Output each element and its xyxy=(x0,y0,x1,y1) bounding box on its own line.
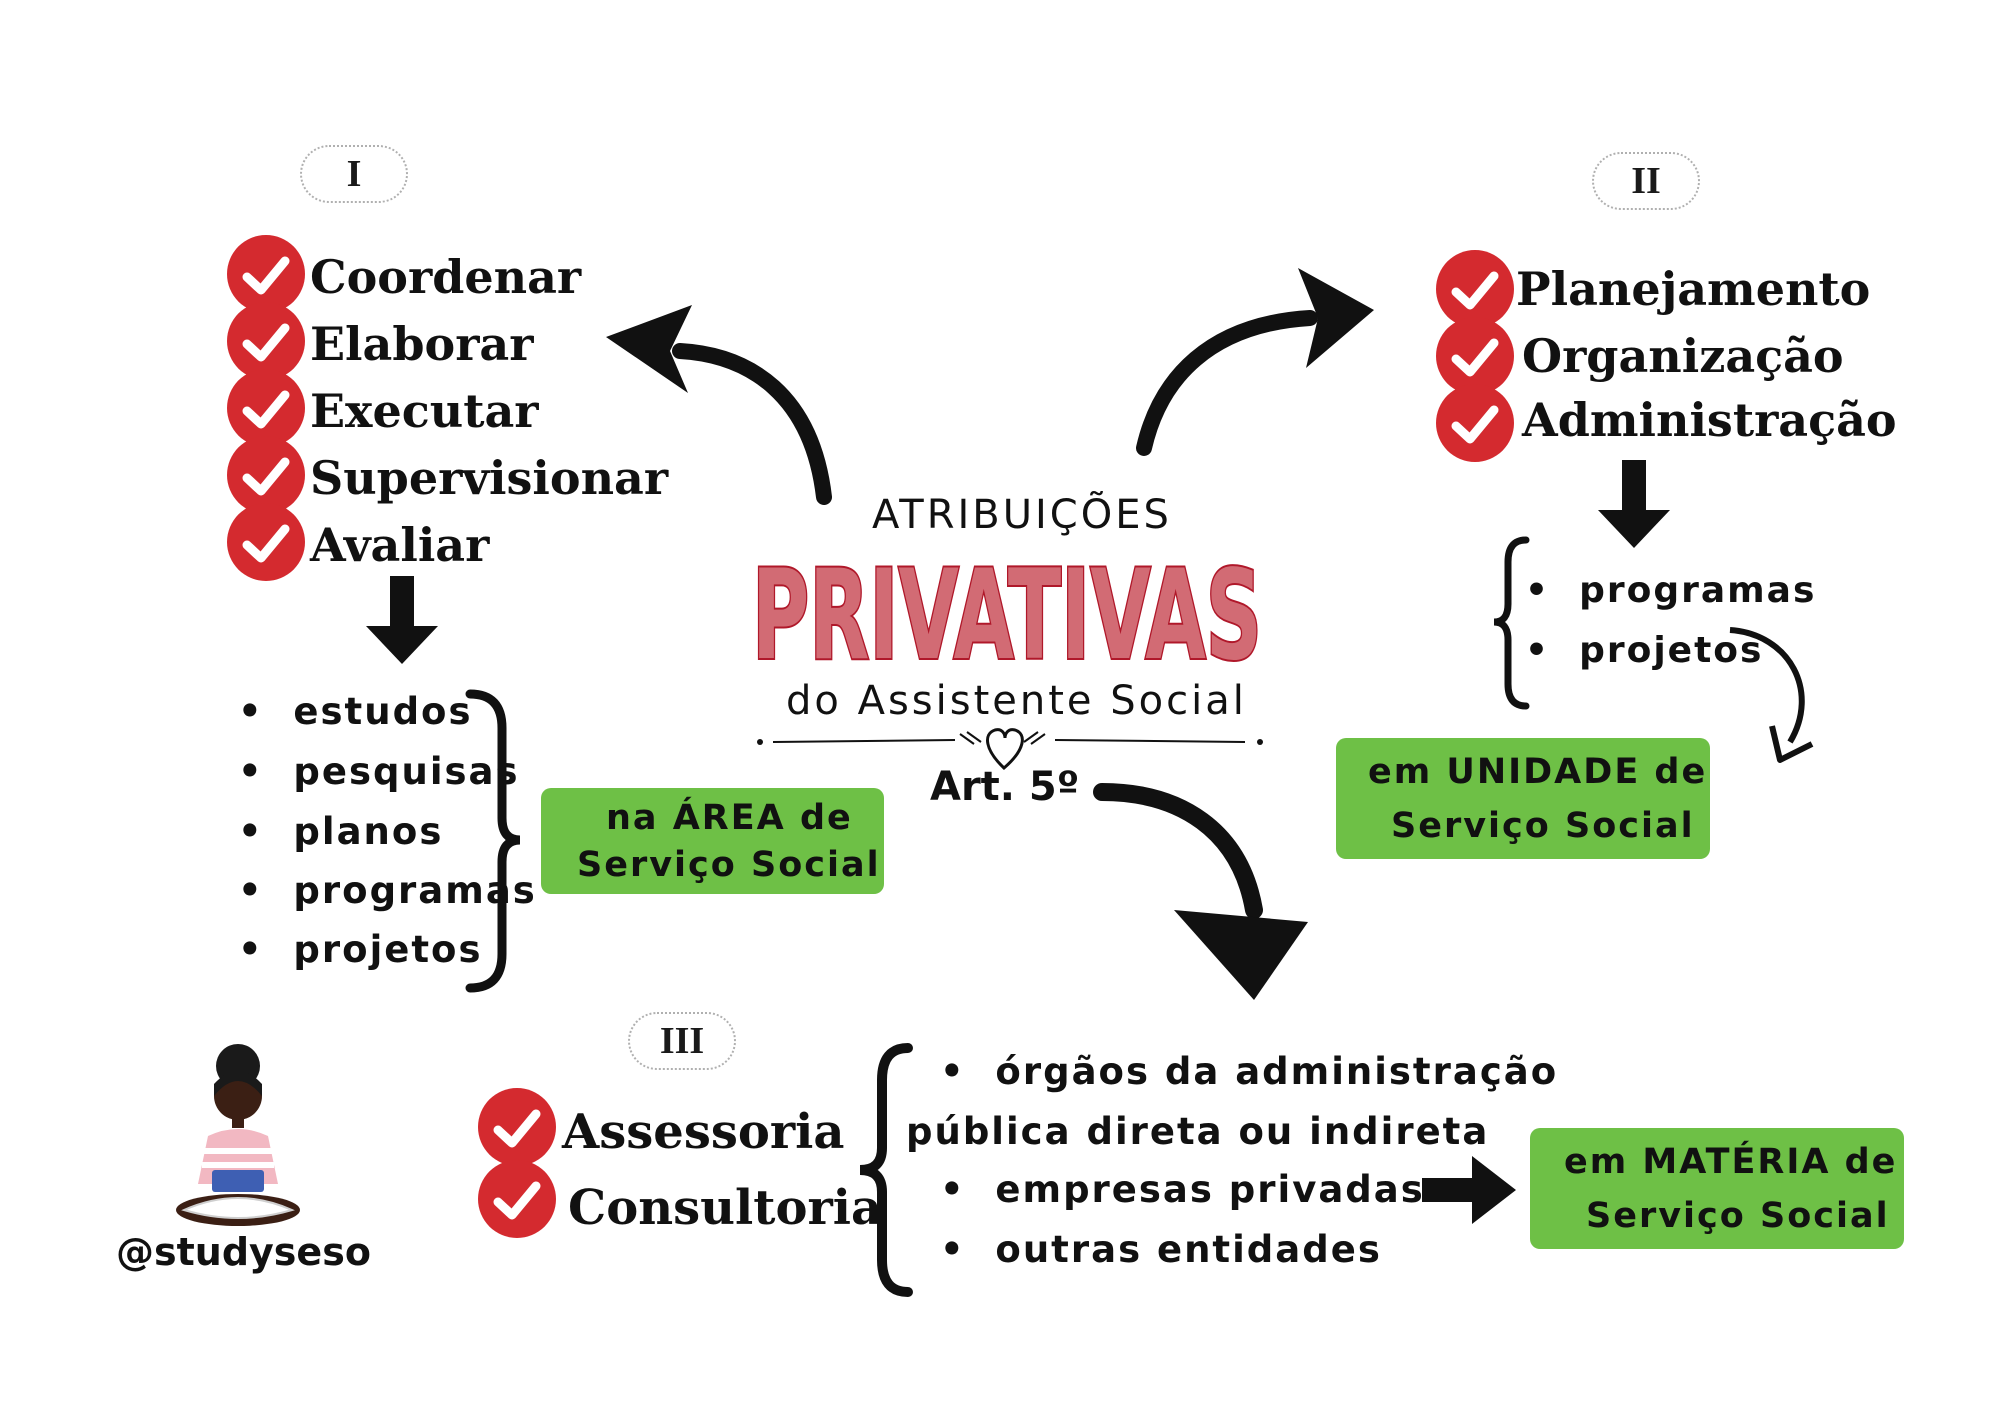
roman-numeral-2: II xyxy=(1592,152,1700,210)
check-icon xyxy=(1436,384,1514,462)
area-box: na ÁREA de Serviço Social xyxy=(541,788,884,894)
verb-supervisionar: Supervisionar xyxy=(310,451,669,505)
list-item: • outras entidades xyxy=(940,1228,1382,1271)
check-icon xyxy=(1436,250,1514,328)
verb-administracao: Administração xyxy=(1522,393,1897,447)
list-item: • planos xyxy=(238,810,444,853)
roman-numeral-1: I xyxy=(300,145,408,203)
unidade-box: em UNIDADE de Serviço Social xyxy=(1336,738,1710,859)
list-item: • projetos xyxy=(238,928,483,971)
brace-icon xyxy=(859,1043,913,1297)
check-icon xyxy=(227,369,305,447)
roman-numeral-3: III xyxy=(628,1012,736,1070)
unidade-box-line1: em UNIDADE de xyxy=(1368,752,1708,792)
right-arrow-icon xyxy=(1422,1156,1516,1224)
verb-assessoria: Assessoria xyxy=(562,1104,845,1160)
list-item: • empresas privadas xyxy=(940,1168,1425,1211)
center-title: PRIVATIVAS xyxy=(752,542,1264,690)
verb-elaborar: Elaborar xyxy=(310,317,534,371)
check-icon xyxy=(227,503,305,581)
list-item: • pesquisas xyxy=(238,750,520,793)
check-icon xyxy=(227,235,305,313)
area-box-line2: Serviço Social xyxy=(577,845,881,885)
area-box-line1: na ÁREA de xyxy=(606,798,853,838)
unidade-box-line2: Serviço Social xyxy=(1391,806,1695,846)
article-label: Art. 5º xyxy=(930,764,1080,810)
verb-executar: Executar xyxy=(310,384,539,438)
curved-arrow-icon xyxy=(1093,783,1308,1000)
author-handle: @studyseso xyxy=(116,1230,371,1274)
brace-icon xyxy=(465,689,521,993)
curved-arrow-icon xyxy=(1729,627,1814,763)
list-item: • estudos xyxy=(238,690,473,733)
down-arrow-icon xyxy=(366,576,438,664)
student-illustration xyxy=(176,1044,300,1226)
verb-avaliar: Avaliar xyxy=(310,518,490,572)
materia-box-line1: em MATÉRIA de xyxy=(1564,1142,1898,1182)
verb-organizacao: Organização xyxy=(1522,329,1844,383)
list-item: • órgãos da administração xyxy=(940,1050,1559,1093)
list-item: pública direta ou indireta xyxy=(906,1110,1490,1153)
check-icon xyxy=(478,1160,556,1238)
list-item: • programas xyxy=(238,869,537,912)
check-icon xyxy=(1436,317,1514,395)
center-heading: ATRIBUIÇÕES xyxy=(872,492,1172,538)
heart-icon xyxy=(986,728,1024,771)
down-arrow-icon xyxy=(1598,460,1670,548)
center-title-text: PRIVATIVAS xyxy=(752,544,1262,688)
curved-arrow-icon xyxy=(1136,268,1374,456)
verb-consultoria: Consultoria xyxy=(568,1180,883,1236)
check-icon xyxy=(227,436,305,514)
curved-arrow-icon xyxy=(606,305,832,505)
verb-planejamento: Planejamento xyxy=(1516,262,1871,316)
center-subtitle: do Assistente Social xyxy=(786,678,1247,724)
check-icon xyxy=(227,302,305,380)
list-item: • projetos xyxy=(1525,630,1764,671)
verb-coordenar: Coordenar xyxy=(310,250,582,304)
check-icon xyxy=(478,1088,556,1166)
brace-icon xyxy=(1493,536,1530,710)
materia-box: em MATÉRIA de Serviço Social xyxy=(1530,1128,1904,1249)
heart-divider xyxy=(757,728,1263,771)
materia-box-line2: Serviço Social xyxy=(1586,1196,1890,1236)
list-item: • programas xyxy=(1525,570,1817,611)
